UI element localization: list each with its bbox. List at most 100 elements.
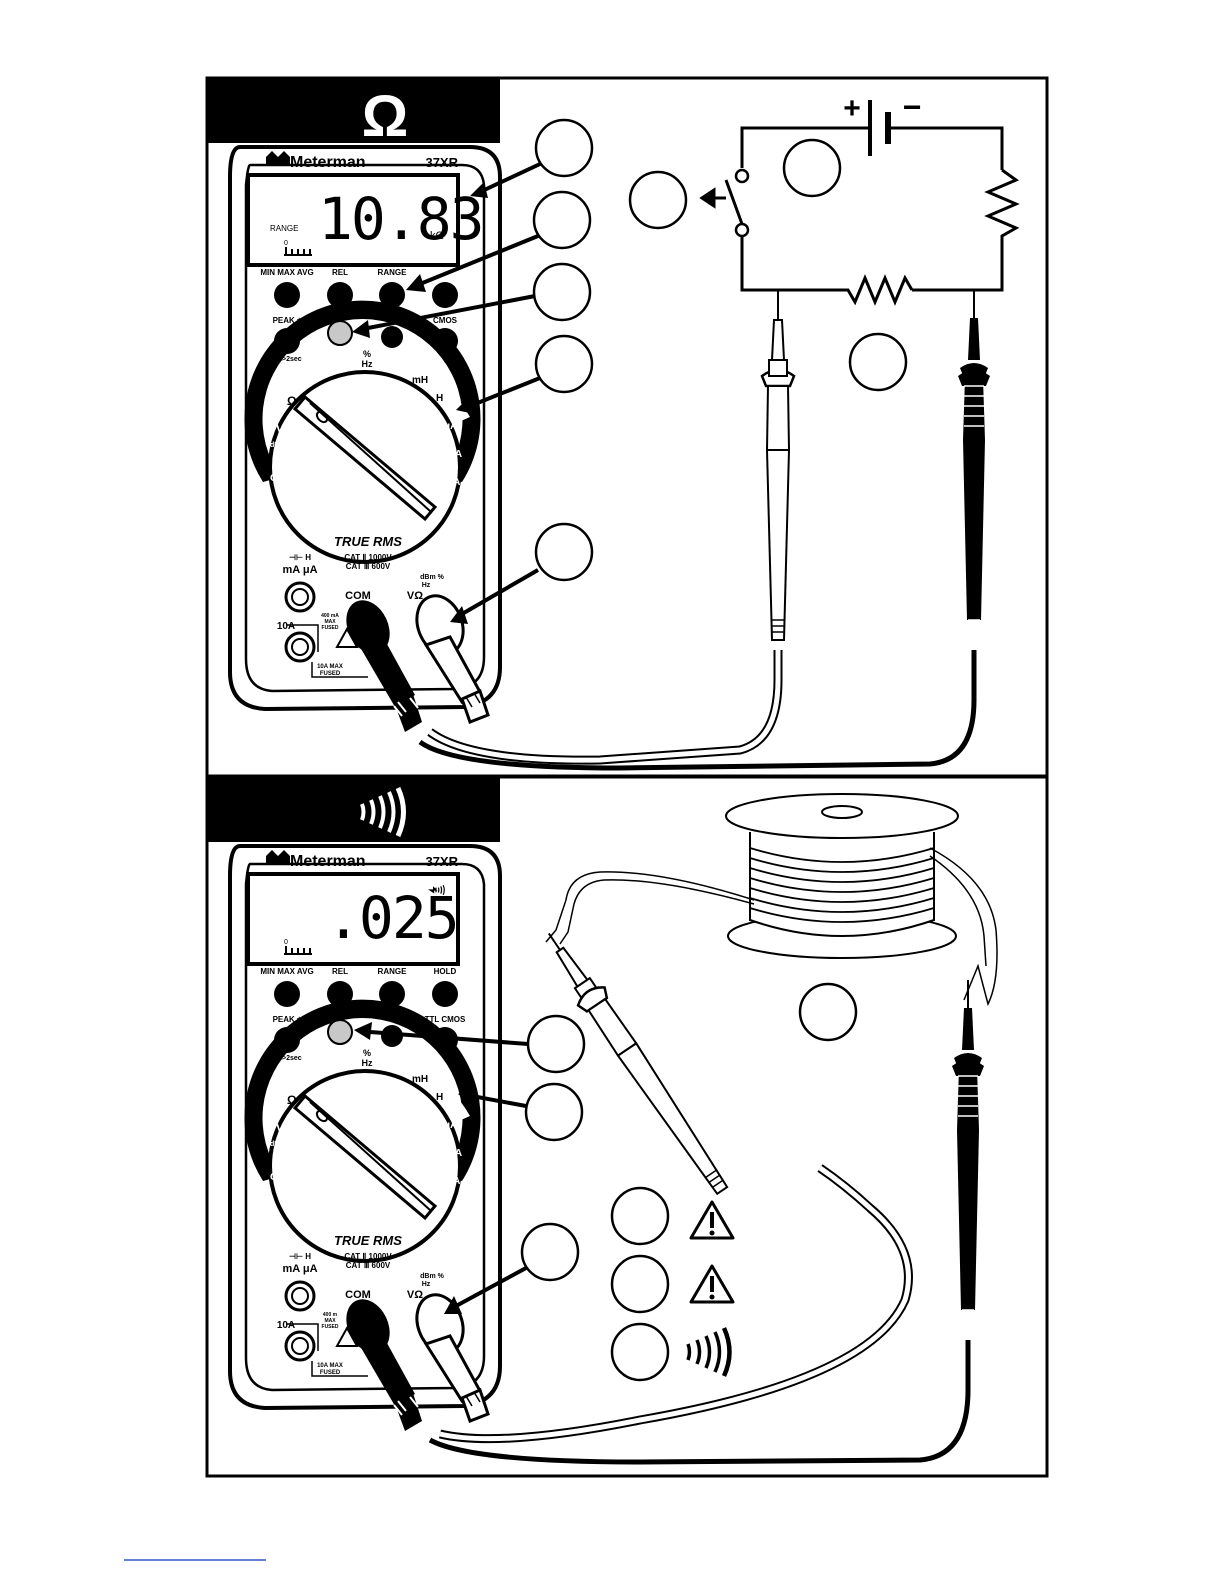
cat3-rating: CAT Ⅲ 600V [346,1261,391,1270]
red-lead-wire-outline [438,1164,913,1444]
continuity-beeper-icon [360,786,406,838]
battery-plus-sign: + [843,92,861,125]
true-rms-label: TRUE RMS [334,534,402,549]
lcd-bargraph-zero: 0 [284,240,288,247]
dial-label-ohm: Ω [287,1093,297,1107]
test-circuit: + − [699,89,1020,306]
meterman-logo-icon [266,151,290,165]
resistor-right [912,168,1020,292]
jack-label-10a-max: 10A MAX [317,1363,343,1369]
dial-label-v: V [276,422,284,436]
jack-label-10a: 10A [277,1320,295,1331]
dial-label-ohm: Ω [287,394,297,408]
cat2-rating: CAT Ⅱ 1000V [344,553,392,562]
meter-brand: Meterman [290,154,366,171]
dial-label-pct: % [363,349,371,359]
meter-model: 37XR [425,155,458,170]
btn-label-range: RANGE [378,967,408,976]
jack-label-hz: Hz [422,1281,431,1288]
callout-5-input-jack [450,522,594,624]
callout-8-probes [848,332,908,392]
dial-label-v: V [276,1121,284,1135]
multimeter-continuity: Meterman 37XR 0 .025 MIN MAX AVG REL RAN… [228,844,502,1433]
black-test-probe [958,289,990,633]
dial-label-ma: mA [446,1148,462,1159]
jack-label-10a-fused: FUSED [320,671,341,677]
btn-label-cmos: CMOS [433,316,458,325]
jack-label-com: COM [345,590,371,602]
dial-label-logic: LOGIC [335,358,361,367]
jack-label-hz: Hz [422,582,431,589]
jack-label-400ma: 400 m [323,1312,338,1318]
jack-label-dbm-pct: dBm % [420,1273,445,1280]
dial-label-logic: LOGIC [335,1057,361,1066]
mode-header-resistance [208,79,500,143]
dial-label-ua: μA [444,421,457,432]
dial-label-off: OFF [270,1172,290,1183]
jack-label-com: COM [345,1289,371,1301]
lcd-range-label: RANGE [270,224,298,233]
dial-label-mh: mH [412,1074,428,1085]
jack-label-10a-fused: FUSED [320,1370,341,1376]
dial-label-pct: % [363,1048,371,1058]
jack-label-ma-ua: mA μA [282,1263,317,1275]
switch-lever [724,179,744,225]
btn-label-rel: REL [332,967,348,976]
battery-minus-sign: − [903,89,922,125]
legend-beeper [610,1322,730,1382]
multimeter-resistance: Meterman 37XR RANGE 0 10.83 kΩ MIN MAX A… [228,145,502,734]
lcd-reading: .025 [326,884,458,952]
btn-label-range: RANGE [378,268,408,277]
btn-label-minmax: MIN MAX AVG [260,967,313,976]
switch-contact-bottom [734,222,750,238]
dial-label-10a: 10A [442,1176,460,1187]
callout-6-switch [628,170,688,230]
btn-label-peak: PEAK ± [273,1015,302,1024]
btn-label-ttl-cmos: TTL CMOS [425,1015,466,1024]
panel-frame-continuity [205,775,1049,1478]
dial-label-ma: mA [446,449,462,460]
callout-12-input-jack [444,1222,580,1314]
red-test-probe [760,290,796,641]
mode-header-continuity [208,778,500,842]
dial-label-mh: mH [412,375,428,386]
black-lead-wire [428,1340,971,1465]
callout-2-range-button [406,190,592,292]
btn-label-minmax: MIN MAX AVG [260,268,313,277]
jack-label-fused: FUSED [322,1324,339,1330]
callout-9-wire [798,982,858,1042]
open-switch-arrow [699,187,726,209]
jack-label-cap-h: ⊣⊢ H [289,552,311,562]
jack-label-dbm-pct: dBm % [420,574,445,581]
dial-label-ua: μA [444,1120,457,1131]
dial-label-10a: 10A [442,477,460,488]
dial-label-h: H [436,393,443,404]
lcd-bargraph-zero: 0 [284,939,288,946]
dial-label-h: H [436,1092,443,1103]
red-lead-wire [439,1165,911,1442]
dial-label-off: OFF [270,473,290,484]
jack-label-v-ohm: VΩ [407,1289,423,1301]
jack-label-v-ohm: VΩ [407,590,423,602]
jack-label-max: MAX [324,1318,336,1324]
jack-label-10a: 10A [277,621,295,632]
legend-warning-1 [610,1186,735,1246]
meterman-logo-icon [266,850,290,864]
jack-label-10a-max: 10A MAX [317,664,343,670]
btn-label-cal: cal>2sec [272,356,301,363]
resistor-bottom [740,232,914,306]
meter-brand: Meterman [290,853,366,870]
btn-label-hold: HOLD [434,967,457,976]
jack-label-ma-ua: mA μA [282,564,317,576]
lcd-reading: 10.83 [318,185,483,253]
btn-label-rel: REL [332,268,348,277]
lcd-unit: kΩ [430,230,444,242]
dial-label-dbm: dBm [270,442,286,449]
callout-10-grey-button [354,1014,586,1074]
dial-label-dbm: dBm [270,1141,286,1148]
btn-label-cal: cal>2sec [272,1055,301,1062]
omega-icon: Ω [362,84,409,149]
callout-4-dial [456,334,594,414]
true-rms-label: TRUE RMS [334,1233,402,1248]
